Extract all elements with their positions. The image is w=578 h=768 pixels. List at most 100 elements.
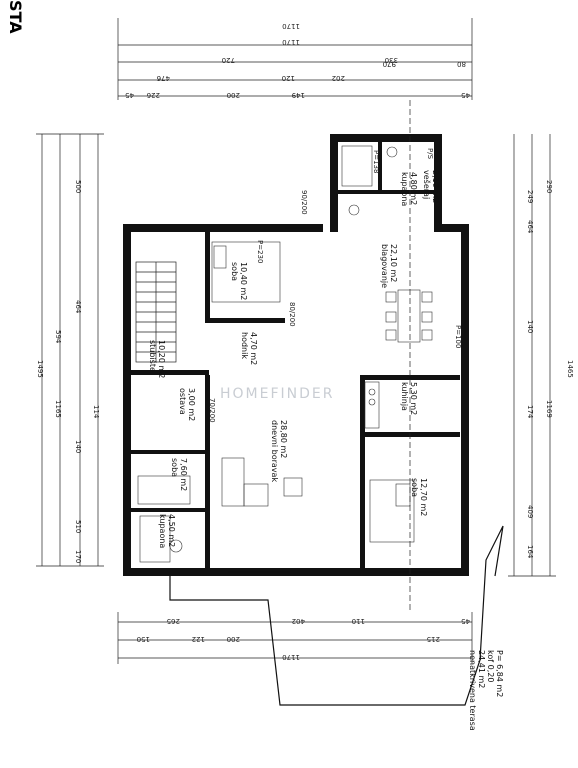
watermark: HOMEFINDER xyxy=(220,386,334,402)
room-10-name: ostava xyxy=(178,388,187,415)
right-row2-dim-b: 1169 xyxy=(545,400,553,418)
room-12: kupaona 4,50 m2 xyxy=(158,514,176,548)
top-row3-dim-c: 330 xyxy=(385,56,398,64)
room-8: soba 12,70 m2 xyxy=(410,478,428,516)
bottom-total-dim: 1170 xyxy=(282,653,300,661)
left-dimensions: 1495 1165 594 500 464 140 510 170 114 xyxy=(36,133,104,567)
right-row3-dim-b: 464 xyxy=(526,220,534,234)
room-9-name: dnevni boravak xyxy=(270,420,279,482)
room-5: kupaona 4,80 m2 xyxy=(400,172,418,206)
top-row4-dim-c: 202 xyxy=(332,74,345,82)
bottom-row3-dim-a: 265 xyxy=(167,617,180,625)
room-8-name: soba xyxy=(410,478,419,497)
top-row5-dim-c: 200 xyxy=(227,91,240,99)
room-6-area: 2,10 m2 xyxy=(431,170,440,203)
room-13-name: nenatkrivena terasa xyxy=(468,650,477,731)
room-3-name: soba xyxy=(230,262,239,281)
staircase xyxy=(135,261,177,363)
room-1: stubište 10,20 m2 xyxy=(148,340,166,378)
room-4-area: 22,10 m2 xyxy=(389,244,398,282)
room-6-name: vešeraj xyxy=(422,170,432,199)
room-7: kuhinja 5,30 m2 xyxy=(400,382,418,415)
door-label-b: 80/200 xyxy=(288,302,296,327)
left-row3-dim-d: 510 xyxy=(74,520,82,533)
room-10-area: 3,00 m2 xyxy=(187,388,196,421)
bathroom-fixtures xyxy=(139,145,398,563)
bottom-row2-dim-e: 215 xyxy=(427,635,440,643)
bed-room-8 xyxy=(369,479,415,543)
left-row2-dim-a: 1165 xyxy=(54,400,62,418)
top-row3-dim-b: 120 xyxy=(282,74,295,82)
top-row4-dim-e: 80 xyxy=(457,60,466,68)
walls xyxy=(123,134,469,576)
room-2-name: hodnik xyxy=(240,332,249,359)
ps-label: P/S xyxy=(426,148,434,160)
top-row3-dim-a: 720 xyxy=(222,56,235,64)
bottom-dimensions: 1170 150 200 402 110 215 265 122 45 xyxy=(117,612,473,664)
right-row3-dim-f: 164 xyxy=(526,545,534,559)
left-row3-dim-a: 500 xyxy=(74,180,82,193)
door-label-a: 70/200 xyxy=(208,398,216,423)
room-13-extra2: P= 6,84 m2 xyxy=(495,650,504,697)
bottom-row2-dim-a: 150 xyxy=(137,635,150,643)
room-4-name: blagovanje xyxy=(380,244,389,288)
room-1-name: stubište xyxy=(148,340,158,372)
door-label-c: 90/200 xyxy=(300,190,308,215)
top-row5-dim-a: 45 xyxy=(125,91,134,99)
room-2: hodnik 4,70 m2 xyxy=(240,332,258,365)
right-row3-dim-e: 409 xyxy=(526,505,534,518)
top-row5-dim-d: 149 xyxy=(292,91,305,99)
right-total-dim: 1465 xyxy=(566,360,574,378)
top-dimensions: 1170 1170 720 120 330 476 202 970 80 45 … xyxy=(117,18,473,100)
window-label-b: P=138 xyxy=(372,150,380,173)
room-12-area: 4,50 m2 xyxy=(167,514,176,547)
left-row3-dim-b: 464 xyxy=(74,300,82,314)
left-row3-dim-c: 140 xyxy=(74,440,82,453)
room-3-area: 10,40 m2 xyxy=(239,262,248,300)
room-6: vešeraj 2,10 m2 xyxy=(422,170,440,203)
bottom-row3-dim-c: 45 xyxy=(461,617,470,625)
top-total-dim: 1170 xyxy=(282,22,300,30)
right-row3-dim-c: 140 xyxy=(526,320,534,333)
bottom-row2-dim-c: 402 xyxy=(292,617,305,625)
room-11: soba 7,60 m2 xyxy=(170,458,188,491)
room-10: ostava 3,00 m2 xyxy=(178,388,196,421)
bottom-row2-dim-b: 200 xyxy=(227,635,240,643)
dining-table xyxy=(385,289,433,343)
room-3: soba 10,40 m2 xyxy=(230,262,248,300)
window-label-a: P=230 xyxy=(256,240,264,263)
bottom-row3-dim-b: 122 xyxy=(192,635,205,643)
room-11-area: 7,60 m2 xyxy=(179,458,188,491)
left-row3-dim-e: 170 xyxy=(74,550,82,563)
room-5-name: kupaona xyxy=(400,172,409,206)
right-row2-dim-a: 290 xyxy=(545,180,553,193)
bed-room-11 xyxy=(137,475,191,505)
room-13-area: 24,41 m2 xyxy=(477,650,486,688)
living-room-sofa xyxy=(221,457,303,507)
room-2-area: 4,70 m2 xyxy=(249,332,258,365)
bottom-row2-dim-d: 110 xyxy=(352,617,365,625)
room-1-area: 10,20 m2 xyxy=(157,340,166,378)
terrace xyxy=(169,525,504,706)
room-7-area: 5,30 m2 xyxy=(409,382,418,415)
top-row2-dim: 1170 xyxy=(282,38,300,46)
room-12-name: kupaona xyxy=(158,514,167,548)
right-row3-dim-a: 249 xyxy=(526,190,534,203)
kitchen-counter xyxy=(364,381,380,429)
top-row4-dim-d: 970 xyxy=(383,60,396,68)
room-13-extra: kof 0,20 xyxy=(486,650,495,682)
room-8-area: 12,70 m2 xyxy=(419,478,428,516)
room-13: nenatkrivena terasa 24,41 m2 kof 0,20 P=… xyxy=(468,650,504,731)
room-5-area: 4,80 m2 xyxy=(409,172,418,205)
left-row2-dim-b: 594 xyxy=(54,330,62,344)
room-9-area: 28,80 m2 xyxy=(279,420,288,458)
top-row4-dim-a: 476 xyxy=(156,74,170,82)
left-total-dim: 1495 xyxy=(36,360,44,378)
left-row3-dim-f: 114 xyxy=(92,405,100,419)
window-label-c: P=100 xyxy=(454,325,462,348)
room-4: blagovanje 22,10 m2 xyxy=(380,244,398,288)
room-9: dnevni boravak 28,80 m2 xyxy=(270,420,288,482)
right-row3-dim-d: 174 xyxy=(526,405,534,419)
right-dimensions: 1465 290 1169 249 464 140 174 409 164 xyxy=(508,134,574,577)
